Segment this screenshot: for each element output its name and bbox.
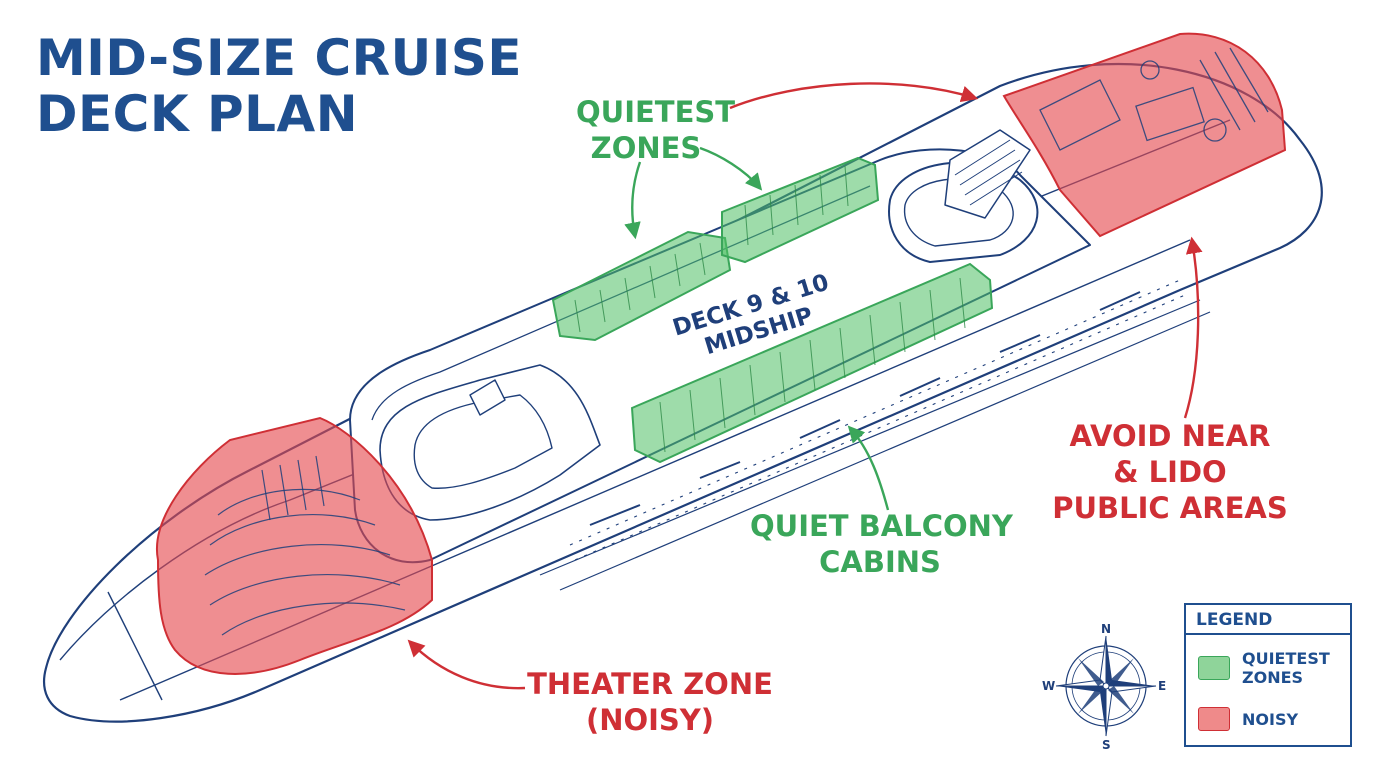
arrow-theater <box>407 639 526 690</box>
compass-rose: N S W E <box>1040 622 1170 756</box>
title-line-2: DECK PLAN <box>36 85 359 143</box>
theater-line-1: THEATER ZONE <box>527 667 773 701</box>
ship-superstructure <box>349 129 1091 564</box>
quietest-zones-line-2: ZONES <box>590 131 702 165</box>
callout-arrows <box>407 82 1203 690</box>
legend-title: LEGEND <box>1186 605 1350 635</box>
legend-swatch-noisy <box>1198 707 1230 731</box>
legend-label-quietest: QUIETEST ZONES <box>1242 649 1330 687</box>
noisy-zone-aft-lido <box>1002 32 1287 238</box>
quiet-balcony-callout: QUIET BALCONY CABINS <box>750 508 1013 580</box>
avoid-public-areas-callout: AVOID NEAR & LIDO PUBLIC AREAS <box>1050 418 1290 526</box>
legend-item-quietest: QUIETEST ZONES <box>1198 649 1330 687</box>
avoid-line-1: AVOID NEAR <box>1069 419 1271 453</box>
theater-zone-callout: THEATER ZONE (NOISY) <box>525 666 775 738</box>
avoid-line-2: & LIDO <box>1113 455 1227 489</box>
legend-item-noisy: NOISY <box>1198 707 1298 731</box>
compass-west: W <box>1042 679 1056 693</box>
arrow-quietest-to-aft <box>729 82 979 110</box>
compass-north: N <box>1101 622 1112 636</box>
arrow-avoid <box>1183 236 1203 419</box>
diagram-title: MID-SIZE CRUISE DECK PLAN <box>36 30 522 142</box>
compass-east: E <box>1158 679 1167 693</box>
title-line-1: MID-SIZE CRUISE <box>36 29 523 87</box>
quiet-balcony-line-1: QUIET BALCONY <box>750 509 1013 543</box>
legend: LEGEND QUIETEST ZONES NOISY <box>1184 603 1352 747</box>
lido-details <box>1039 47 1269 151</box>
compass-star-icon <box>1055 635 1157 737</box>
deck-windows <box>569 279 1186 561</box>
quiet-balcony-line-2: CABINS <box>819 545 941 579</box>
arrow-quiet-left <box>624 161 642 240</box>
quietest-zones-line-1: QUIETEST <box>576 95 736 129</box>
quiet-zone-upper-right <box>721 156 880 264</box>
theater-seating <box>204 455 406 636</box>
legend-swatch-quiet <box>1198 656 1230 680</box>
quiet-zone-upper-left <box>551 230 732 342</box>
legend-label-noisy: NOISY <box>1242 709 1299 729</box>
theater-line-2: (NOISY) <box>585 703 715 737</box>
compass-south: S <box>1102 738 1111 752</box>
avoid-line-3: PUBLIC AREAS <box>1052 491 1288 525</box>
quietest-zones-callout: QUIETEST ZONES <box>576 94 736 166</box>
quiet-zone-cabin-lines <box>574 165 966 453</box>
arrow-balcony <box>847 425 890 511</box>
arrow-quiet-right <box>699 146 763 191</box>
